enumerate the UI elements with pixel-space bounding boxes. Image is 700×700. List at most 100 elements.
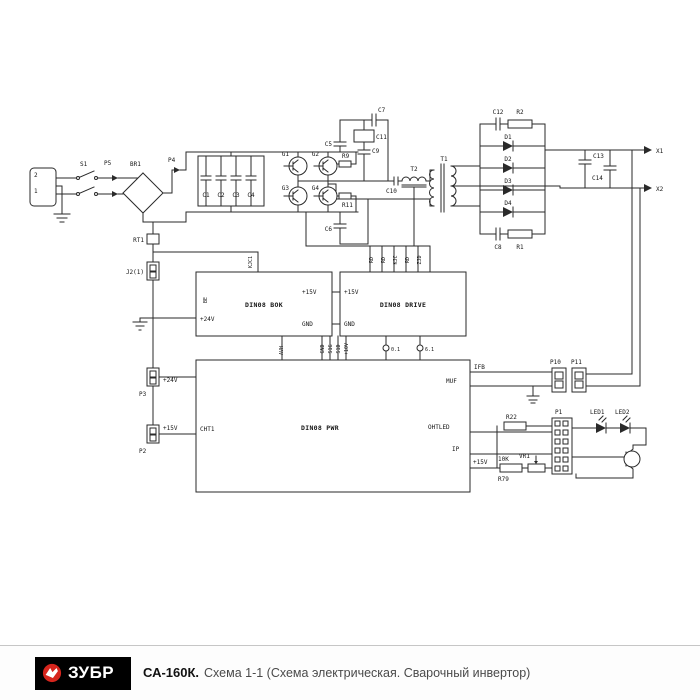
zubr-logo-icon xyxy=(42,663,62,683)
board-bok xyxy=(195,271,333,337)
label-r11: R11 xyxy=(342,202,353,209)
label-pin2: 2 xyxy=(34,172,38,179)
label-p11: P11 xyxy=(571,359,582,366)
output-terminal-x2 xyxy=(644,184,652,192)
label-c14: C14 xyxy=(592,175,603,182)
label-led1: LED1 xyxy=(590,409,605,416)
label-d2: D2 xyxy=(504,156,512,163)
label-t1: T1 xyxy=(440,156,448,163)
mains-plug xyxy=(29,167,57,207)
resistor-r11 xyxy=(338,192,352,200)
label-c4: C4 xyxy=(247,192,255,199)
igbt-bridge xyxy=(283,156,338,206)
label-pin1: 1 xyxy=(34,188,38,195)
cap-bank-caps xyxy=(200,155,257,207)
potentiometer-vr1 xyxy=(527,463,546,473)
label-plus15v-vr: +15V xyxy=(473,459,488,466)
switch-contact xyxy=(76,176,80,180)
label-g3: G3 xyxy=(282,185,290,192)
label-r79: R79 xyxy=(498,476,509,483)
label-br1: BR1 xyxy=(130,161,141,168)
cap-c11 xyxy=(353,129,375,143)
label-s1: S1 xyxy=(80,161,88,168)
label-plus15v-b: +15V xyxy=(344,289,359,296)
label-p5: P5 xyxy=(104,160,112,167)
label-kjc1: KJC1 xyxy=(248,256,254,268)
diode-d4 xyxy=(503,207,513,217)
label-led2: LED2 xyxy=(615,409,630,416)
board-drive xyxy=(339,271,467,337)
label-muf: MUF xyxy=(446,378,457,385)
label-c12: C12 xyxy=(493,109,504,116)
label-c6: C6 xyxy=(325,226,333,233)
transformer-t1-primary xyxy=(429,169,435,207)
caption-text: Схема 1-1 (Схема электрическая. Сварочны… xyxy=(204,666,531,680)
label-tp1: 0.1 xyxy=(391,347,400,353)
resistor-r79 xyxy=(499,463,523,473)
label-plus24v-board: +24V xyxy=(200,316,215,323)
thermistor-rt1 xyxy=(146,233,160,245)
footer: ЗУБР СА-160К.Схема 1-1 (Схема электричес… xyxy=(0,645,700,700)
label-rt1: RT1 xyxy=(133,237,144,244)
label-pwr-pin-2: S1D xyxy=(336,344,342,353)
label-c13: C13 xyxy=(593,153,604,160)
wiring xyxy=(53,113,647,479)
led2-symbol xyxy=(620,423,630,433)
label-g2: G2 xyxy=(312,151,320,158)
label-x2: X2 xyxy=(656,186,664,193)
label-c9: C9 xyxy=(372,148,380,155)
transformer-t2 xyxy=(401,176,427,182)
label-g4: G4 xyxy=(312,185,320,192)
resistor-r9 xyxy=(338,160,352,168)
label-gnd-b: GND xyxy=(344,321,355,328)
label-plus15v-a: +15V xyxy=(302,289,317,296)
label-d4: D4 xyxy=(504,200,512,207)
label-d1: D1 xyxy=(504,134,512,141)
brand-text: ЗУБР xyxy=(68,663,115,682)
led1-symbol xyxy=(596,423,606,433)
switch-contact xyxy=(94,176,98,180)
label-drive-pin-0: RD xyxy=(369,257,375,263)
label-r2: R2 xyxy=(516,109,524,116)
label-tp2: 6.1 xyxy=(425,347,434,353)
label-p10: P10 xyxy=(550,359,561,366)
components xyxy=(29,119,652,493)
zubr-logo: ЗУБР xyxy=(35,656,131,690)
bridge-rectifier-symbol xyxy=(122,172,164,214)
vr1-wiper-arrow xyxy=(534,461,538,464)
label-drive-pin-4: ZJD xyxy=(417,255,423,264)
label-r79val: 10K xyxy=(498,456,509,463)
label-p3: P3 xyxy=(139,391,147,398)
label-c3: C3 xyxy=(232,192,240,199)
schematic-area: 2 1 S1 P5 BR1 P4 C1 C2 C3 C4 G1 G2 G3 G4… xyxy=(29,107,664,493)
label-board3: DIN08 PWR xyxy=(301,424,339,432)
label-p1: P1 xyxy=(555,409,563,416)
resistor-r2 xyxy=(507,119,533,129)
label-be: BE xyxy=(203,297,209,303)
label-r1: R1 xyxy=(516,244,524,251)
label-pwr-pin-3: +10V xyxy=(344,343,350,355)
label-c7: C7 xyxy=(378,107,386,114)
label-board1: DIN08 BOK xyxy=(245,301,283,309)
label-plus24v-p3: +24V xyxy=(163,377,178,384)
transistor-symbol xyxy=(623,450,641,468)
connector-p5-pin xyxy=(112,175,118,181)
resistor-r22 xyxy=(503,421,527,431)
label-x1: X1 xyxy=(656,148,664,155)
label-g1: G1 xyxy=(282,151,290,158)
labels-layer: 2 1 S1 P5 BR1 P4 C1 C2 C3 C4 G1 G2 G3 G4… xyxy=(34,107,664,483)
output-terminal-x1 xyxy=(644,146,652,154)
label-d3: D3 xyxy=(504,178,512,185)
diode-d2 xyxy=(503,163,513,173)
label-cht1: CHT1 xyxy=(200,426,215,433)
connector-p5-pin xyxy=(112,191,118,197)
label-c2: C2 xyxy=(217,192,225,199)
test-point-1 xyxy=(382,344,390,352)
label-p2: P2 xyxy=(139,448,147,455)
label-drive-pin-3: RD xyxy=(405,257,411,263)
label-drive-pin-1: RD xyxy=(381,257,387,263)
label-avh: AVH- xyxy=(279,343,285,355)
resistor-r1 xyxy=(507,229,533,239)
label-j2: J2(1) xyxy=(126,269,144,276)
label-c11: C11 xyxy=(376,134,387,141)
